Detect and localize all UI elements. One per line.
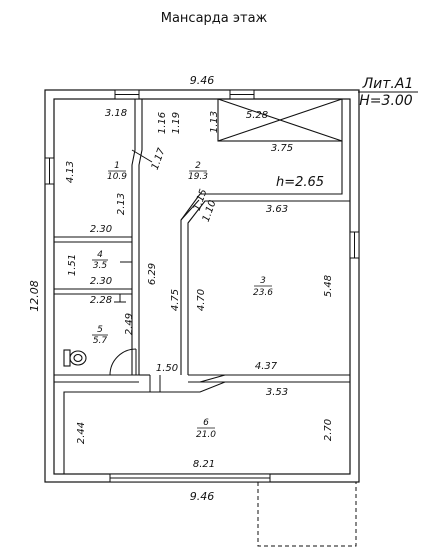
svg-text:1.51: 1.51 [67,254,78,276]
svg-text:1.17: 1.17 [150,146,168,171]
room-3-label: 3 23.6 [253,276,273,298]
svg-text:5.48: 5.48 [323,275,334,297]
svg-text:3.5: 3.5 [93,261,108,271]
room-1-label: 1 10.9 [107,161,127,182]
svg-text:1: 1 [114,161,120,171]
svg-text:6: 6 [203,418,209,428]
svg-text:3.18: 3.18 [105,108,127,119]
toilet-icon [63,349,87,367]
interior-walls [54,98,350,475]
room-5-label: 5 5.7 [92,325,108,346]
svg-text:2.44: 2.44 [76,422,87,444]
svg-text:3.53: 3.53 [266,387,288,398]
svg-text:23.6: 23.6 [253,288,273,298]
lit-label: Лит.А1 H=3.00 [358,76,418,109]
svg-text:4.75: 4.75 [170,289,181,311]
svg-text:5.7: 5.7 [93,336,108,346]
svg-text:2.30: 2.30 [90,224,112,235]
doors [109,149,200,392]
porch-outline [257,482,357,547]
svg-text:5: 5 [97,325,103,335]
svg-text:2.49: 2.49 [124,313,135,335]
room-4-label: 4 3.5 [92,250,108,271]
windows [44,89,360,483]
dimension-labels: 9.46 9.46 12.08 3.18 1.16 1.19 1.13 5.28… [28,74,334,503]
dim-bottom-width: 9.46 [190,490,215,503]
svg-text:5.28: 5.28 [246,110,268,121]
svg-text:2.70: 2.70 [323,419,334,441]
svg-text:3.75: 3.75 [271,143,293,154]
svg-text:21.0: 21.0 [196,430,216,440]
dim-top-width: 9.46 [190,74,215,87]
svg-text:6.29: 6.29 [147,263,158,285]
svg-text:4.70: 4.70 [196,289,207,311]
svg-text:19.3: 19.3 [188,172,208,182]
room-labels: 1 10.9 2 19.3 3 23.6 4 3.5 5 5.7 6 21.0 [92,161,273,440]
svg-text:2.30: 2.30 [90,276,112,287]
svg-text:2: 2 [195,161,201,171]
svg-text:10.9: 10.9 [107,172,127,182]
svg-text:2.13: 2.13 [116,193,127,215]
svg-text:3.63: 3.63 [266,204,288,215]
svg-text:2.28: 2.28 [90,295,112,306]
svg-text:4.13: 4.13 [65,161,76,183]
lit-height-text: H=3.00 [359,93,413,109]
plan-title: Мансарда этаж [161,11,268,26]
dim-left-height: 12.08 [28,280,41,312]
svg-text:1.19: 1.19 [171,112,182,134]
svg-text:4: 4 [97,250,103,260]
svg-text:3: 3 [260,276,266,286]
lit-label-text: Лит.А1 [362,76,414,92]
room-2-label: 2 19.3 [188,161,208,182]
svg-text:4.37: 4.37 [255,361,278,372]
svg-text:8.21: 8.21 [193,459,215,470]
svg-text:1.50: 1.50 [156,363,178,374]
svg-text:1.16: 1.16 [157,112,168,134]
svg-text:1.13: 1.13 [209,111,220,133]
room-6-label: 6 21.0 [196,418,216,440]
ceiling-height-label: h=2.65 [276,175,324,190]
